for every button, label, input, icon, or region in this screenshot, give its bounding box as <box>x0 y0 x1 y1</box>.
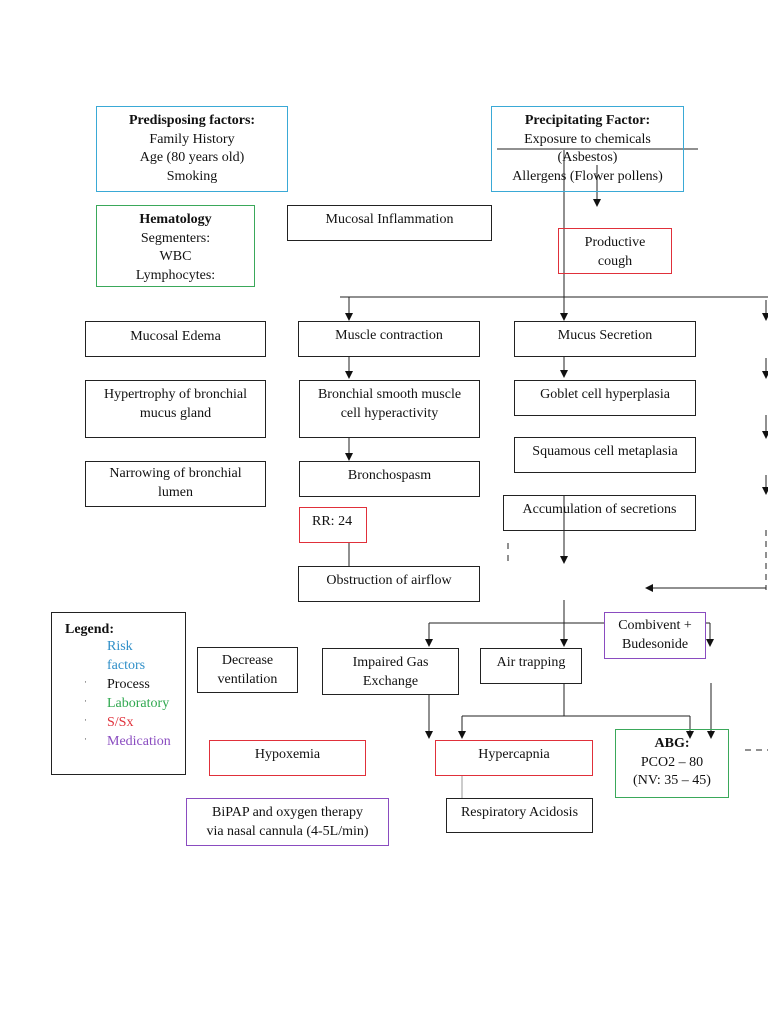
hematology-title: Hematology <box>139 212 212 227</box>
respiratory-acidosis-label: Respiratory Acidosis <box>460 805 579 820</box>
legend-item-laboratory: Laboratory <box>107 696 170 711</box>
accumulation-box: Accumulation of secretions <box>503 495 696 531</box>
legend-bullet-icon: · <box>84 734 87 744</box>
goblet-cell-label: Goblet cell hyperplasia <box>540 387 670 402</box>
mucosal-edema-label: Mucosal Edema <box>130 329 221 344</box>
mucus-secretion-box: Mucus Secretion <box>514 321 696 357</box>
abg-title: ABG: <box>654 736 690 751</box>
bronchospasm-box: Bronchospasm <box>299 461 480 497</box>
decrease-ventilation-box: Decrease ventilation <box>197 647 298 693</box>
combivent-line: Budesonide <box>621 636 689 652</box>
hypoxemia-box: Hypoxemia <box>209 740 366 776</box>
air-trapping-label: Air trapping <box>496 655 566 670</box>
abg-box: ABG: PCO2 – 80 (NV: 35 – 45) <box>615 729 729 798</box>
mucosal-edema-box: Mucosal Edema <box>85 321 266 357</box>
mucosal-inflammation-label: Mucosal Inflammation <box>325 212 454 227</box>
legend-bullet-icon: · <box>84 715 87 725</box>
hypercapnia-label: Hypercapnia <box>478 747 550 762</box>
impaired-gas-exchange-box: Impaired Gas Exchange <box>322 648 459 695</box>
combivent-line: Combivent + <box>618 618 692 633</box>
respiratory-acidosis-box: Respiratory Acidosis <box>446 798 593 833</box>
bronchial-hyperactivity-line: Bronchial smooth muscle <box>317 387 462 402</box>
obstruction-box: Obstruction of airflow <box>298 566 480 602</box>
squamous-metaplasia-box: Squamous cell metaplasia <box>514 437 696 473</box>
legend-bullet-icon: · <box>84 696 87 706</box>
hypercapnia-box: Hypercapnia <box>435 740 593 776</box>
legend-item-medication: Medication <box>107 734 171 749</box>
rr-label: RR: 24 <box>312 514 353 529</box>
air-trapping-box: Air trapping <box>480 648 582 684</box>
hematology-box: Hematology Segmenters: WBC Lymphocytes: <box>96 205 255 287</box>
goblet-cell-box: Goblet cell hyperplasia <box>514 380 696 416</box>
hematology-line: Lymphocytes: <box>135 267 216 283</box>
predisposing-title: Predisposing factors: <box>128 113 256 128</box>
rr-box: RR: 24 <box>299 507 367 543</box>
hematology-line: Segmenters: <box>140 230 211 246</box>
impaired-gas-line: Impaired Gas <box>352 655 429 670</box>
productive-cough-box: Productive cough <box>558 228 672 274</box>
bipap-line: via nasal cannula (4-5L/min) <box>206 823 369 839</box>
combivent-box: Combivent + Budesonide <box>604 612 706 659</box>
bipap-box: BiPAP and oxygen therapy via nasal cannu… <box>186 798 389 846</box>
bronchial-hyperactivity-box: Bronchial smooth muscle cell hyperactivi… <box>299 380 480 438</box>
mucosal-inflammation-box: Mucosal Inflammation <box>287 205 492 241</box>
predisposing-line: Smoking <box>166 168 218 184</box>
legend-title: Legend: <box>65 622 114 637</box>
abg-line: (NV: 35 – 45) <box>633 773 711 788</box>
narrowing-line: lumen <box>158 484 193 500</box>
predisposing-factors-box: Predisposing factors: Family History Age… <box>96 106 288 192</box>
legend-item-factors: factors <box>107 658 146 673</box>
hypoxemia-label: Hypoxemia <box>254 747 321 762</box>
legend-box: Legend: Risk factors · Process · Laborat… <box>51 612 186 775</box>
legend-item-process: Process <box>107 677 150 692</box>
decrease-ventilation-line: Decrease <box>221 653 274 668</box>
precipitating-line: (Asbestos) <box>557 150 618 165</box>
muscle-contraction-box: Muscle contraction <box>298 321 480 357</box>
muscle-contraction-label: Muscle contraction <box>335 328 443 343</box>
productive-cough-line: Productive <box>584 235 646 250</box>
hypertrophy-line: mucus gland <box>139 405 212 421</box>
narrowing-line: Narrowing of bronchial <box>109 466 242 481</box>
precipitating-factor-box: Precipitating Factor: Exposure to chemic… <box>491 106 684 192</box>
bipap-line: BiPAP and oxygen therapy <box>211 805 363 820</box>
productive-cough-line: cough <box>597 253 633 269</box>
precipitating-line: Exposure to chemicals <box>524 131 651 147</box>
accumulation-label: Accumulation of secretions <box>522 502 677 517</box>
bronchospasm-label: Bronchospasm <box>347 468 432 483</box>
hematology-line: WBC <box>159 249 192 264</box>
hypertrophy-box: Hypertrophy of bronchial mucus gland <box>85 380 266 438</box>
bronchial-hyperactivity-line: cell hyperactivity <box>340 405 439 421</box>
precipitating-title: Precipitating Factor: <box>524 113 651 128</box>
legend-bullet-icon: · <box>84 677 87 687</box>
decrease-ventilation-line: ventilation <box>217 671 278 687</box>
narrowing-box: Narrowing of bronchial lumen <box>85 461 266 507</box>
predisposing-line: Age (80 years old) <box>139 150 245 165</box>
mucus-secretion-label: Mucus Secretion <box>557 328 653 343</box>
predisposing-line: Family History <box>149 131 235 147</box>
hypertrophy-line: Hypertrophy of bronchial <box>103 387 248 402</box>
precipitating-line: Allergens (Flower pollens) <box>512 168 663 184</box>
legend-item-risk: Risk <box>107 639 133 654</box>
abg-line: PCO2 – 80 <box>640 754 704 770</box>
squamous-metaplasia-label: Squamous cell metaplasia <box>532 444 678 459</box>
legend-item-ssx: S/Sx <box>107 715 134 730</box>
impaired-gas-line: Exchange <box>362 673 419 689</box>
obstruction-label: Obstruction of airflow <box>326 573 452 588</box>
